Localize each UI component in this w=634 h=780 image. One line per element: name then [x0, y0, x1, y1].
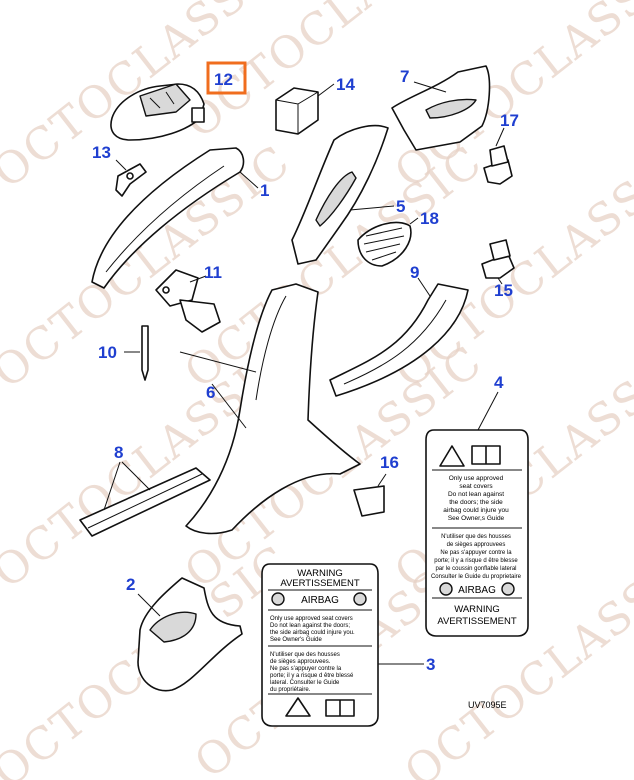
label-a-text-en: Only use approved seat covers Do not lea…	[443, 475, 509, 522]
callout-11[interactable]: 11	[204, 263, 222, 282]
svg-text:Only use approved: Only use approved	[449, 475, 504, 482]
part-4-warning-label[interactable]: Only use approved seat covers Do not lea…	[425, 391, 529, 637]
svg-text:Ne pas s'appuyer contre la: Ne pas s'appuyer contre la	[440, 550, 512, 556]
label-a-airbag: AIRBAG	[458, 585, 496, 596]
part-13-bracket[interactable]	[115, 159, 147, 197]
callout-17[interactable]: 17	[500, 111, 519, 130]
diagram-code: UV7095E	[468, 700, 507, 710]
callout-8[interactable]: 8	[114, 443, 123, 462]
callout-12[interactable]: 12	[214, 70, 233, 89]
label-a-warning: WARNING	[454, 604, 500, 615]
part-18-vent[interactable]	[357, 217, 419, 267]
part-16-clip[interactable]	[353, 473, 387, 517]
svg-text:seat covers: seat covers	[459, 483, 493, 490]
svg-text:Do not lean against the doors;: Do not lean against the doors;	[270, 623, 350, 629]
svg-text:lateral. Consulter le Guide: lateral. Consulter le Guide	[270, 680, 340, 686]
label-b-avertissement: AVERTISSEMENT	[280, 578, 360, 589]
label-b-airbag: AIRBAG	[301, 595, 339, 606]
callout-10[interactable]: 10	[98, 343, 117, 362]
callout-14[interactable]: 14	[336, 75, 355, 94]
svg-text:de sièges approuvees.: de sièges approuvees.	[270, 659, 331, 665]
part-17-clip[interactable]	[483, 127, 513, 185]
svg-text:porte; il y a risque d être bl: porte; il y a risque d être blesse	[434, 558, 518, 564]
svg-text:Only use approved seat covers: Only use approved seat covers	[270, 616, 353, 622]
callout-2[interactable]: 2	[126, 575, 135, 594]
svg-text:See Owner's Guide: See Owner's Guide	[270, 637, 323, 643]
part-8-sill-plate[interactable]	[79, 461, 211, 537]
callout-5[interactable]: 5	[396, 197, 405, 216]
airbag-icon	[439, 582, 453, 596]
svg-text:du propriétaire.: du propriétaire.	[270, 687, 311, 693]
part-14-block[interactable]	[275, 83, 335, 135]
callout-9[interactable]: 9	[410, 263, 419, 282]
svg-text:Do not lean against: Do not lean against	[448, 491, 504, 498]
callout-3[interactable]: 3	[426, 655, 435, 674]
svg-text:the side airbag could injure y: the side airbag could injure you.	[270, 630, 355, 636]
airbag-icon	[353, 592, 367, 606]
highlight-box-12	[206, 61, 247, 95]
part-7-trim[interactable]	[391, 65, 491, 151]
part-11-belt-bracket[interactable]	[155, 269, 221, 333]
part-9-sill-trim[interactable]	[329, 277, 469, 397]
svg-text:par le coussin gonflable later: par le coussin gonflable lateral	[435, 566, 516, 572]
label-a-avertissement: AVERTISSEMENT	[437, 616, 517, 627]
svg-text:Ne pas s'appuyer contre la: Ne pas s'appuyer contre la	[270, 666, 342, 672]
svg-text:airbag could injure you: airbag could injure you	[443, 507, 509, 514]
part-3-warning-label[interactable]: WARNING AVERTISSEMENT AIRBAG Only use ap…	[261, 563, 424, 727]
part-15-clip[interactable]	[481, 239, 515, 285]
label-a-text-fr: N'utiliser que des housses de sièges app…	[431, 534, 522, 580]
part-10-pin[interactable]	[124, 325, 149, 381]
label-b-warning: WARNING	[297, 568, 343, 579]
part-6-b-pillar-lower[interactable]	[179, 283, 361, 535]
label-b-text-fr: N'utiliser que des housses de sièges app…	[270, 652, 354, 693]
airbag-icon	[271, 592, 285, 606]
svg-text:the doors; the side: the doors; the side	[449, 499, 503, 506]
part-5-b-pillar-upper[interactable]	[291, 124, 395, 265]
airbag-icon	[501, 582, 515, 596]
svg-text:de sièges approuvees: de sièges approuvees	[447, 542, 506, 548]
callout-7[interactable]: 7	[400, 67, 409, 86]
svg-text:porte; il y a risque d être bl: porte; il y a risque d être blessé	[270, 673, 354, 679]
part-2-kick-panel[interactable]	[137, 577, 243, 692]
part-12-handle[interactable]	[110, 83, 205, 141]
svg-text:N'utiliser que des housses: N'utiliser que des housses	[441, 534, 511, 540]
part-1-a-pillar-trim[interactable]	[91, 147, 259, 289]
callout-18[interactable]: 18	[420, 209, 439, 228]
callout-13[interactable]: 13	[92, 143, 111, 162]
callout-1[interactable]: 1	[260, 181, 269, 200]
callout-6[interactable]: 6	[206, 383, 215, 402]
label-b-text-en: Only use approved seat covers Do not lea…	[270, 616, 355, 643]
svg-text:Consulter le Guide du propriet: Consulter le Guide du proprietaire	[431, 574, 522, 580]
svg-text:N'utiliser que des housses: N'utiliser que des housses	[270, 652, 340, 658]
callout-16[interactable]: 16	[380, 453, 399, 472]
callout-15[interactable]: 15	[494, 281, 513, 300]
callout-4[interactable]: 4	[494, 373, 504, 392]
svg-text:See Owner,s Guide: See Owner,s Guide	[448, 515, 505, 522]
